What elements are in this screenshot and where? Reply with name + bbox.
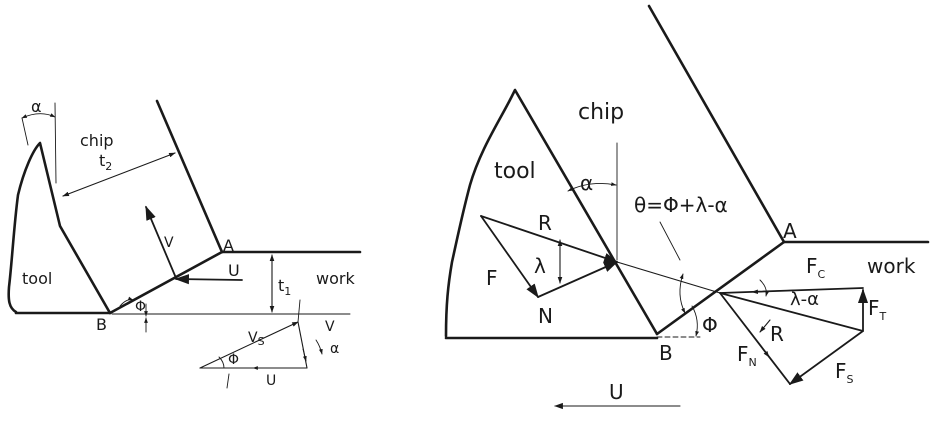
vel-tri-phi-tick: [226, 373, 230, 389]
right-f-label: F: [486, 266, 498, 290]
vel-tri-alpha-arc: [315, 339, 323, 355]
vel-tri-phi-label: Φ: [228, 352, 239, 368]
right-fn-arrow: [759, 344, 770, 358]
right-phi-label: Φ: [702, 313, 718, 337]
left-phi-label: Φ: [135, 299, 146, 315]
left-chip-label: chip: [80, 131, 114, 150]
left-t2-label: t2: [99, 151, 112, 173]
left-work-label: work: [316, 269, 355, 288]
right-r2-label: R: [770, 322, 784, 346]
left-v-arrow: [145, 205, 177, 279]
right-f-arrow: [480, 215, 539, 299]
right-u-label: U: [609, 380, 624, 404]
left-b-label: B: [96, 315, 107, 334]
right-n-arrow: [537, 261, 619, 298]
left-phi-arc: [119, 296, 134, 307]
left-alpha-ref: [54, 102, 57, 184]
left-u-label: U: [228, 261, 240, 280]
left-alpha-ext: [21, 117, 29, 146]
right-b-label: B: [659, 341, 673, 365]
right-fn-line: [719, 292, 791, 385]
left-t1-label: t1: [278, 276, 291, 298]
left-tool-label: tool: [22, 269, 52, 288]
vel-tri-alpha-label: α: [330, 341, 339, 357]
right-diagram: chip tool α θ=Φ+λ-α A R λ F N FC work λ-…: [444, 4, 930, 410]
right-fc-label: FC: [806, 254, 826, 281]
left-shear-plane: [108, 250, 224, 315]
vel-tri-vertical: [297, 299, 301, 323]
right-chip-back: [647, 4, 786, 244]
vel-tri-v-label: V: [325, 319, 335, 335]
right-shear-plane: [655, 240, 786, 336]
right-tool-outline: [444, 88, 659, 338]
right-alpha-arc: [567, 182, 617, 192]
right-ft-label: FT: [868, 296, 887, 323]
left-a-label: A: [223, 236, 234, 255]
right-lambda-alpha-label: λ-α: [790, 289, 819, 310]
left-v-label: V: [164, 235, 174, 251]
right-work-label: work: [867, 254, 916, 278]
right-fn-label: FN: [737, 342, 757, 369]
right-fc-angle-arc: [759, 279, 770, 297]
vel-tri-vs: [199, 321, 299, 369]
right-phi-arc: [691, 305, 700, 337]
right-alpha-label: α: [580, 171, 593, 195]
right-theta-pointer: [659, 221, 681, 261]
right-chip-label: chip: [578, 100, 624, 125]
left-alpha-arc: [21, 113, 56, 119]
right-r1-label: R: [538, 211, 552, 235]
right-r-line: [480, 215, 619, 263]
vel-tri-v-arrow: [302, 348, 307, 362]
right-r2-line: [719, 292, 864, 332]
left-u-arrow: [174, 274, 243, 285]
right-fc-arrow: [751, 289, 801, 295]
vel-tri-u-label: U: [266, 373, 276, 389]
right-theta-equation: θ=Φ+λ-α: [634, 193, 728, 217]
left-diagram: α chip t2 tool V A U t1 work Φ B VS V α …: [7, 97, 362, 389]
right-fs-arrow: [788, 330, 864, 385]
vel-tri-vs-label: VS: [248, 330, 265, 348]
vel-tri-phi-arc: [218, 356, 225, 369]
left-alpha-label: α: [31, 97, 42, 116]
left-tool-outline: [7, 141, 112, 315]
left-t2-dimension: [62, 152, 176, 197]
right-r2-arrow: [759, 319, 771, 333]
right-fs-label: FS: [835, 359, 854, 386]
right-theta-arc: [679, 273, 686, 314]
right-n-label: N: [538, 304, 553, 328]
right-lambda-label: λ: [534, 254, 546, 278]
left-chip-back: [155, 99, 224, 254]
right-r-continue: [616, 261, 721, 294]
right-tool-label: tool: [494, 159, 536, 184]
right-a-label: A: [783, 219, 797, 243]
